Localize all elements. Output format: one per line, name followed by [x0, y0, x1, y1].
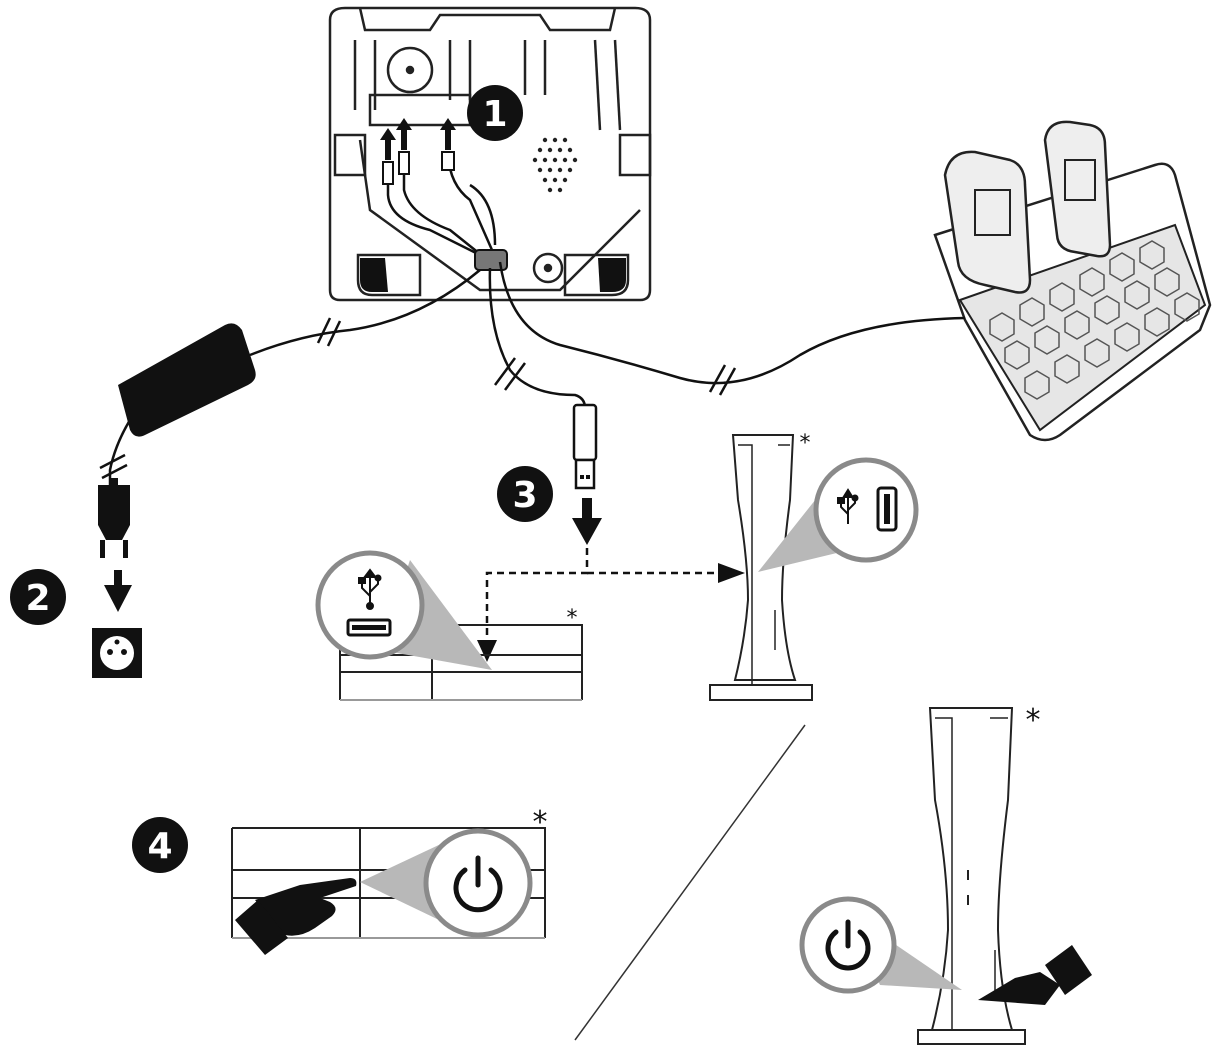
- pointing-hand-icon: [235, 878, 357, 955]
- wheel-base-foot-marks: [360, 258, 626, 292]
- ps5-console-step4: [917, 707, 1026, 1045]
- asterisk-ps4-step3: *: [567, 606, 578, 631]
- svg-text:4: 4: [147, 826, 172, 867]
- asterisk-ps4-step4: *: [533, 805, 548, 840]
- plug-arrow-icon: [104, 570, 132, 612]
- usb-cable: [488, 267, 587, 409]
- cable-clip: [474, 249, 508, 271]
- power-plug-icon: [98, 478, 130, 558]
- power-icon: [825, 919, 871, 971]
- usb-plug: [572, 403, 598, 490]
- usb-arrow-icon: [572, 498, 602, 545]
- power-adapter: [118, 323, 256, 437]
- usb-icon: [358, 568, 382, 610]
- usb-dashed-route: [485, 548, 718, 640]
- asterisk-ps5-step3: *: [800, 431, 811, 456]
- port-arrow-icons: [380, 118, 456, 160]
- wall-outlet-icon: [92, 628, 142, 678]
- step-4-badge: 4: [132, 817, 188, 873]
- divider-line: [574, 724, 806, 1041]
- ps5-usb-callout: [813, 457, 919, 563]
- svg-text:1: 1: [482, 94, 507, 135]
- usb-icon: [837, 488, 859, 524]
- power-cable: [108, 269, 481, 485]
- arrow-to-ps5-port: [718, 563, 745, 583]
- step-2-badge: 2: [10, 569, 66, 625]
- speaker-grille: [532, 137, 578, 193]
- arrow-to-ps4-port: [477, 640, 497, 662]
- pedal-cable: [498, 261, 966, 385]
- step-3-badge: 3: [497, 466, 553, 522]
- svg-text:2: 2: [25, 578, 50, 619]
- power-icon: [453, 855, 503, 913]
- step-1-badge: 1: [467, 85, 523, 141]
- pointing-hand-icon: [978, 945, 1092, 1005]
- asterisk-ps5-step4: *: [1026, 703, 1041, 738]
- base-cables: [386, 154, 497, 259]
- cable-connectors: [382, 151, 455, 185]
- wheel-base: [328, 6, 652, 302]
- svg-text:3: 3: [512, 475, 537, 516]
- pedal-set: [933, 120, 1212, 442]
